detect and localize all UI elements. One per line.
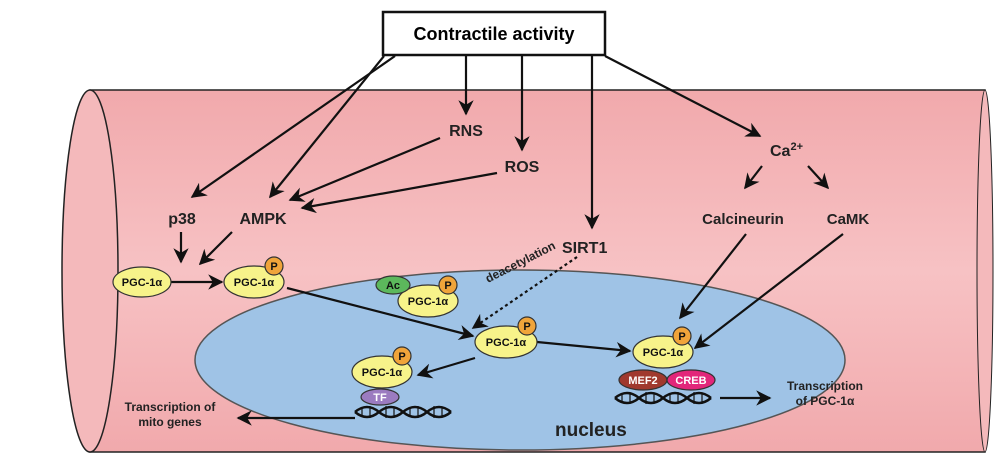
creb-label: CREB [675,375,706,387]
arrow-title-to-ampk [269,55,385,199]
pgc1a-acetylated-label: PGC-1α [408,296,449,308]
pgc1a-tf-label: PGC-1α [362,367,403,379]
pgc1a-nuclear-center: PGC-1α P [474,316,538,359]
pgc1a-acetylated: PGC-1α Ac P [375,275,459,318]
pgc1a-tf-complex: PGC-1α P TF [351,346,413,406]
muscle-fiber-far-end [976,89,994,453]
nucleus-label: nucleus [555,420,627,441]
calcium-label: Ca2+ [770,141,803,160]
arrow-to-p38 [190,55,396,198]
acetyl-label: Ac [386,280,400,292]
phosphate-badge [438,275,458,295]
arrow-deacetylation [471,256,578,329]
pgc1a-nuclear-center-shape [474,325,538,359]
arrow-to-mef2-complex [536,340,632,358]
rns-label: RNS [449,123,483,140]
mef2-label: MEF2 [628,375,657,387]
arrow-camk-to-pgc [693,233,844,349]
tf-label: TF [373,392,387,404]
dna-rungs-right [621,392,703,404]
pgc1a-inactive: PGC-1α [112,266,172,298]
arrows [171,55,844,426]
phosphate-badge [392,346,412,366]
ros-label: ROS [505,159,540,176]
phosphate-badge [264,256,284,276]
pgc1a-phospho-cytoplasm-label: PGC-1α [234,277,275,289]
pgc1a-mef2-label: PGC-1α [643,347,684,359]
creb-badge [666,369,716,391]
transcription-mito-line1: Transcription of [125,400,217,414]
camk-label: CaMK [827,211,870,228]
title-text: Contractile activity [413,24,574,44]
arrow-pgc-to-nucleus [286,286,475,340]
arrow-ros-to-ampk [300,171,498,214]
arrow-calcineurin-to-pgc [679,233,747,320]
pgc1a-nuclear-center-label: PGC-1α [486,337,527,349]
dna-rungs-left [361,406,443,418]
phosphate-badge [672,326,692,346]
title-box-frame [381,10,607,57]
arrow-to-calcium [604,55,762,137]
nucleus-ellipse [194,269,846,451]
title-box: Contractile activity [381,10,607,57]
phosphate-label: P [270,261,277,273]
transcription-mito-line2: mito genes [138,415,202,429]
pgc1a-phospho-cytoplasm: PGC-1α P [223,256,285,299]
muscle-fiber-end [61,89,119,453]
phosphate-label: P [398,351,405,363]
pgc1a-inactive-shape [112,266,172,298]
pgc1a-inactive-label: PGC-1α [122,277,163,289]
arrow-ca-to-calcineurin [744,165,763,190]
calcineurin-label: Calcineurin [702,211,784,228]
acetyl-badge [375,275,411,295]
phosphate-label: P [523,321,530,333]
phosphate-label: P [444,280,451,292]
dna-helix-right [614,391,712,405]
arrow-to-tf-complex [416,356,476,379]
sirt1-label: SIRT1 [562,240,607,257]
phosphate-label: P [678,331,685,343]
arrow-ca-to-camk [807,165,830,190]
phosphate-badge [517,316,537,336]
dna-helix-left [354,405,452,419]
transcription-pgc-line2: of PGC-1α [796,394,855,408]
transcription-pgc-line1: Transcription [787,379,863,393]
arrow-rns-to-ampk [288,136,441,202]
p38-label: p38 [168,211,196,228]
tf-badge [360,388,400,406]
arrow-ampk-to-pgc [198,231,233,266]
ampk-label: AMPK [239,211,287,228]
pgc1a-mef2-creb-complex: PGC-1α P MEF2 CREB [618,326,716,391]
